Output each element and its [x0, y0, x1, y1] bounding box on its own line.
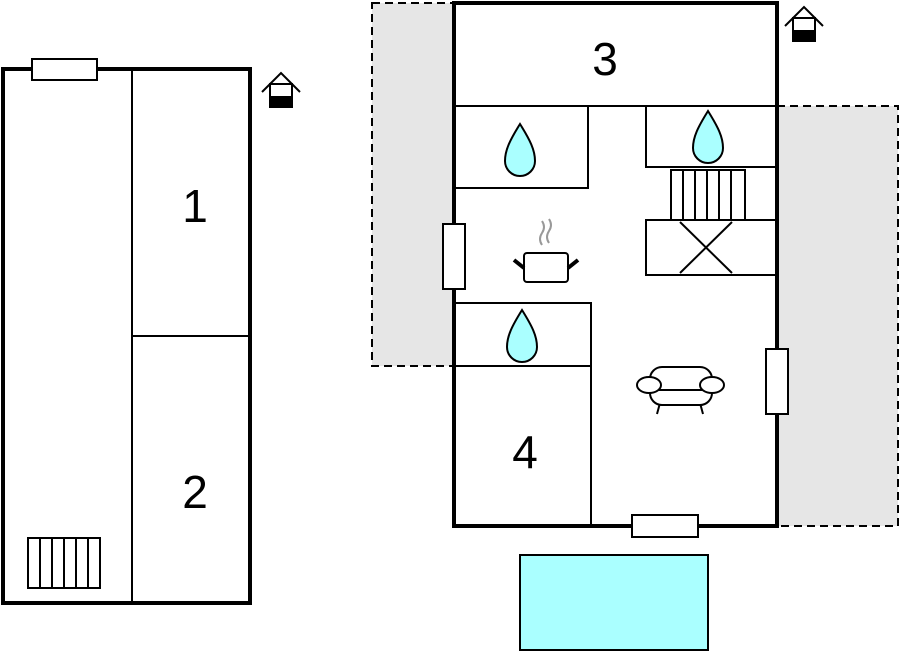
cooking-pot-icon	[512, 218, 580, 283]
bathroom	[453, 105, 589, 189]
right-building	[371, 1, 899, 651]
bathroom	[453, 302, 592, 367]
window-icon	[631, 514, 699, 538]
window-icon	[31, 58, 98, 81]
water-drop-icon	[691, 109, 725, 164]
armchair-icon	[636, 366, 725, 415]
terrace-right	[776, 105, 899, 527]
radiator-icon	[27, 537, 101, 589]
room-label-4: 4	[512, 426, 538, 478]
water-drop-icon	[503, 122, 537, 177]
window-icon	[442, 223, 466, 290]
pool	[519, 554, 709, 651]
stairwell	[645, 219, 778, 276]
water-drop-icon	[505, 308, 539, 363]
room-label-2: 2	[182, 466, 208, 518]
bathroom	[645, 105, 778, 168]
room-label-1: 1	[182, 180, 208, 232]
house-icon	[784, 5, 824, 42]
left-building	[1, 58, 252, 605]
window-icon	[765, 348, 789, 415]
house-icon	[261, 71, 301, 108]
terrace-left	[371, 2, 455, 367]
room-label-3: 3	[592, 33, 618, 85]
